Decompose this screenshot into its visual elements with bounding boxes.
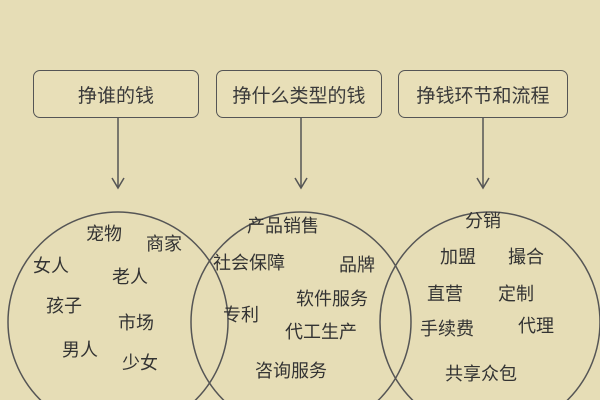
- item: 加盟: [440, 247, 476, 268]
- item: 男人: [62, 340, 98, 361]
- box-earn-what-type: 挣什么类型的钱: [216, 70, 382, 118]
- item: 直营: [427, 284, 463, 305]
- box-label: 挣什么类型的钱: [232, 84, 366, 107]
- box-label: 挣钱环节和流程: [416, 84, 550, 107]
- item: 老人: [112, 267, 148, 288]
- item: 咨询服务: [255, 361, 327, 382]
- circle-type: [190, 211, 412, 400]
- item: 手续费: [420, 319, 474, 340]
- item: 定制: [498, 284, 534, 305]
- box-earn-whose-money: 挣谁的钱: [33, 70, 199, 118]
- circle-who: [7, 211, 229, 400]
- item: 少女: [122, 353, 158, 374]
- item: 代理: [518, 316, 554, 337]
- box-earn-process: 挣钱环节和流程: [398, 70, 568, 118]
- circle-process: [379, 211, 600, 400]
- item: 分销: [465, 211, 501, 232]
- item: 产品销售: [247, 216, 319, 237]
- item: 撮合: [508, 247, 544, 268]
- item: 女人: [33, 256, 69, 277]
- item: 孩子: [46, 296, 82, 317]
- item: 宠物: [86, 224, 122, 245]
- item: 代工生产: [285, 322, 357, 343]
- item: 软件服务: [296, 289, 368, 310]
- item: 专利: [223, 305, 259, 326]
- item: 社会保障: [213, 253, 285, 274]
- item: 品牌: [339, 255, 375, 276]
- box-label: 挣谁的钱: [77, 84, 154, 107]
- item: 共享众包: [445, 364, 517, 385]
- item: 市场: [118, 313, 154, 334]
- item: 商家: [146, 234, 182, 255]
